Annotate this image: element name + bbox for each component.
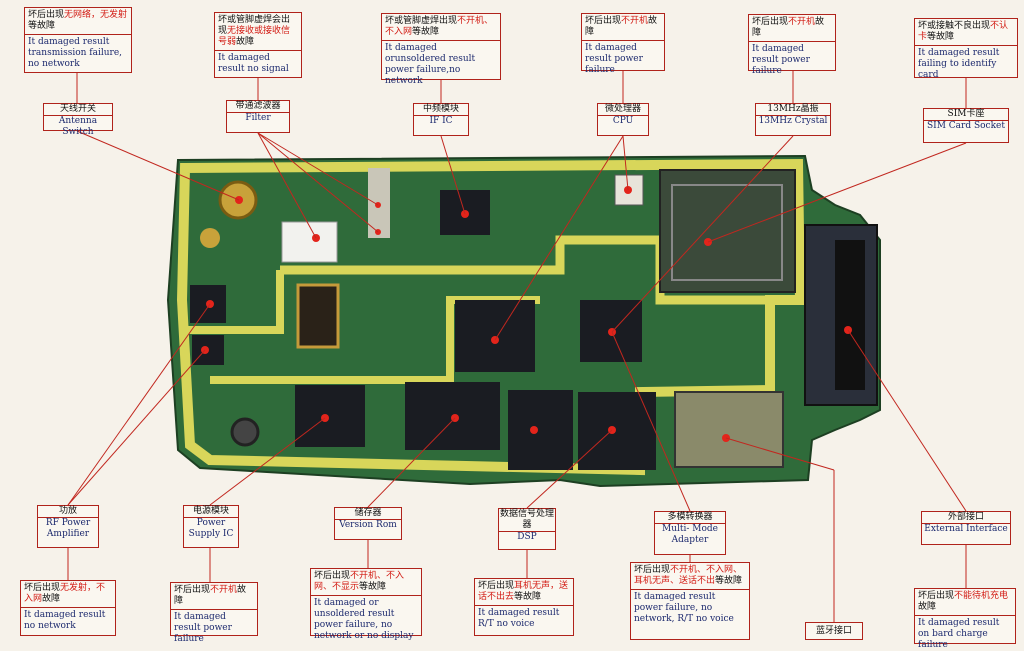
- label-bluetooth-interface: 蓝牙接口: [805, 622, 863, 640]
- fault-box-version-rom: 坏后出现不开机、不入网、不显示等故障 It damaged or unsolde…: [310, 568, 422, 641]
- label-crystal: 13MHz晶振 13MHz Crystal: [755, 103, 831, 136]
- fault-zh: 坏后出现不开机故障: [585, 16, 658, 37]
- antenna-switch-pin: [200, 228, 220, 248]
- pcb-trace: [180, 270, 284, 334]
- fault-zh: 坏后出现不开机、不入网、不显示等故障: [314, 571, 405, 592]
- fault-box-if-ic: 坏或管脚虚焊出现不开机、不入网等故障 It damaged orunsolder…: [381, 13, 501, 86]
- fault-en: It damaged result power failure: [171, 609, 257, 645]
- fault-en: It damaged result R/T no voice: [475, 605, 573, 630]
- fault-en: It damaged result power failure: [582, 40, 664, 76]
- label-power-supply-ic: 电源模块 Power Supply IC: [183, 505, 239, 548]
- fault-box-crystal: 坏后出现不开机故障 It damaged result power failur…: [748, 14, 836, 76]
- fault-zh: 坏后出现不开机故障: [174, 585, 247, 606]
- fault-box-cpu: 坏后出现不开机故障 It damaged result power failur…: [581, 13, 665, 75]
- external-connector-slot: [835, 240, 865, 390]
- fault-zh: 坏后出现不开机故障: [752, 17, 825, 38]
- filter-connector: [296, 283, 340, 349]
- fault-zh: 坏或管脚虚焊出现不开机、不入网等故障: [385, 16, 494, 37]
- leader-lines: [67, 71, 967, 622]
- label-dsp: 数据信号处理器 DSP: [498, 508, 556, 550]
- label-filter: 带通滤波器 Filter: [226, 100, 290, 133]
- label-rf-power-amplifier: 功放 RF Power Amplifier: [37, 505, 99, 548]
- label-multi-mode-adapter: 多模转换器 Multi- Mode Adapter: [654, 511, 726, 555]
- fault-en: It damaged or unsoldered result power fa…: [311, 595, 421, 642]
- fault-box-sim: 坏或接触不良出现不认卡等故障 It damaged result failing…: [914, 18, 1018, 81]
- fault-en: It damaged result power failure: [749, 41, 835, 77]
- fault-zh: 坏或接触不良出现不认卡等故障: [918, 21, 1009, 42]
- fault-zh: 坏后出现无网络，无发射等故障: [28, 10, 128, 31]
- fault-box-external-interface: 坏后出现不能待机充电故障 It damaged result on bard c…: [914, 588, 1016, 650]
- label-external-interface: 外部接口 External Interface: [921, 511, 1011, 545]
- fault-zh: 坏或管脚虚焊会出现无接收或接收信号弱故障: [218, 15, 291, 47]
- label-if-ic: 中频模块 IF IC: [413, 103, 469, 136]
- vibration-motor: [230, 417, 260, 447]
- fault-box-power-supply-ic: 坏后出现不开机故障 It damaged result power failur…: [170, 582, 258, 644]
- fault-en: It damaged result no network: [21, 607, 115, 632]
- fault-en: It damaged result power failure, no netw…: [631, 589, 749, 625]
- fault-zh: 坏后出现不能待机充电故障: [918, 591, 1009, 612]
- sim-socket-frame: [671, 184, 783, 281]
- fault-zh: 坏后出现不开机、不入网、耳机无声、送话不出等故障: [634, 565, 743, 586]
- fault-box-filter: 坏或管脚虚焊会出现无接收或接收信号弱故障 It damaged result n…: [214, 12, 302, 78]
- fault-zh: 坏后出现无发射，不入网故障: [24, 583, 106, 604]
- crystal-component: [614, 174, 644, 206]
- sim-socket-shape: [659, 169, 796, 293]
- fault-box-dsp: 坏后出现耳机无声，送话不出去等故障 It damaged result R/T …: [474, 578, 574, 636]
- fault-en: It damaged result on bard charge failure: [915, 615, 1015, 651]
- dsp-adjacent-chip: [578, 392, 656, 470]
- fault-box-antenna-switch: 坏后出现无网络，无发射等故障 It damaged result transmi…: [24, 7, 132, 73]
- fault-box-multi-mode-adapter: 坏后出现不开机、不入网、耳机无声、送话不出等故障 It damaged resu…: [630, 562, 750, 640]
- fault-en: It damaged result transmission failure, …: [25, 34, 131, 70]
- fault-en: It damaged result failing to identify ca…: [915, 45, 1017, 81]
- filter-component: [281, 221, 338, 263]
- label-version-rom: 储存器 Version Rom: [334, 507, 402, 540]
- label-sim-socket: SIM卡座 SIM Card Socket: [923, 108, 1009, 143]
- bluetooth-shield: [674, 391, 784, 468]
- fault-en: It damaged result no signal: [215, 50, 301, 75]
- label-cpu: 微处理器 CPU: [597, 103, 649, 136]
- power-ic-chip: [295, 385, 365, 447]
- label-antenna-switch: 天线开关 Antenna Switch: [43, 103, 113, 137]
- fault-en: It damaged orunsoldered result power fai…: [382, 40, 500, 87]
- pcb-trace: [280, 235, 800, 305]
- dsp-chip: [508, 390, 573, 470]
- fault-zh: 坏后出现耳机无声，送话不出去等故障: [478, 581, 569, 602]
- fault-box-rf-power-amplifier: 坏后出现无发射，不入网故障 It damaged result no netwo…: [20, 580, 116, 636]
